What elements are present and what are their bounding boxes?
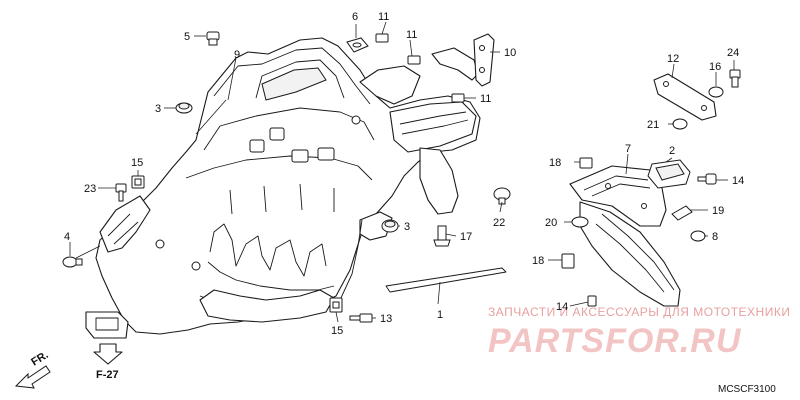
part-22-rivet[interactable] bbox=[493, 187, 511, 205]
callout-14-b[interactable]: 14 bbox=[556, 301, 568, 313]
callout-24[interactable]: 24 bbox=[727, 47, 739, 59]
callout-12[interactable]: 12 bbox=[667, 53, 679, 65]
watermark-subtitle: ЗАПЧАСТИ И АКСЕССУАРЫ ДЛЯ МОТОТЕХНИКИ bbox=[488, 305, 790, 319]
part-15-clip-nut-b[interactable] bbox=[329, 297, 343, 313]
fender-boss-1 bbox=[249, 139, 265, 153]
callout-14-a[interactable]: 14 bbox=[732, 175, 744, 187]
part-11-clip-a[interactable] bbox=[375, 33, 389, 43]
part-3-grommet-b[interactable] bbox=[381, 219, 399, 233]
part-15-clip-nut-a[interactable] bbox=[131, 175, 145, 189]
watermark: ЗАПЧАСТИ И АКСЕССУАРЫ ДЛЯ МОТОТЕХНИКИ PA… bbox=[488, 305, 790, 360]
callout-15-a[interactable]: 15 bbox=[131, 157, 143, 169]
part-5-bolt[interactable] bbox=[206, 31, 220, 46]
part-16-nut[interactable] bbox=[708, 86, 724, 98]
fender-hole-3 bbox=[191, 261, 201, 271]
part-2-reflector[interactable] bbox=[647, 159, 691, 189]
part-11-clip-b[interactable] bbox=[407, 55, 421, 65]
callout-13[interactable]: 13 bbox=[380, 313, 392, 325]
part-12-stay[interactable] bbox=[653, 73, 717, 121]
fender-boss-4 bbox=[317, 147, 335, 161]
part-20-grommet[interactable] bbox=[571, 216, 589, 228]
part-4-bolt[interactable] bbox=[62, 256, 83, 268]
callout-11-b[interactable]: 11 bbox=[406, 29, 417, 41]
callout-4[interactable]: 4 bbox=[64, 231, 70, 243]
part-14-bolt-b[interactable] bbox=[587, 295, 597, 307]
part-17-bolt[interactable] bbox=[433, 225, 451, 247]
page-reference-label[interactable]: F-27 bbox=[96, 369, 119, 381]
callout-7[interactable]: 7 bbox=[625, 143, 631, 155]
fender-boss-2 bbox=[269, 127, 285, 141]
part-18-clip-a[interactable] bbox=[579, 157, 593, 169]
callout-17[interactable]: 17 bbox=[460, 231, 472, 243]
f27-reference-bracket bbox=[85, 311, 129, 339]
callout-1[interactable]: 1 bbox=[437, 309, 443, 321]
part-10-bracket[interactable] bbox=[431, 33, 495, 87]
callout-labels: 1 2 3 3 4 5 6 7 8 9 10 11 11 11 12 13 14… bbox=[64, 11, 744, 337]
front-direction-label: FR. bbox=[29, 349, 50, 369]
callout-11-a[interactable]: 11 bbox=[378, 11, 389, 23]
part-13-bolt[interactable] bbox=[349, 313, 373, 323]
callout-8[interactable]: 8 bbox=[712, 231, 718, 243]
part-7-license-bracket[interactable] bbox=[569, 165, 667, 227]
callout-21[interactable]: 21 bbox=[647, 119, 659, 131]
callout-19[interactable]: 19 bbox=[712, 205, 724, 217]
part-23-bolt[interactable] bbox=[115, 183, 127, 202]
callout-3-right[interactable]: 3 bbox=[404, 221, 410, 233]
diagram-code: MCSCF3100 bbox=[718, 384, 776, 395]
callout-9[interactable]: 9 bbox=[234, 49, 240, 61]
callout-16[interactable]: 16 bbox=[709, 61, 721, 73]
callout-23[interactable]: 23 bbox=[84, 183, 96, 195]
callout-18-a[interactable]: 18 bbox=[549, 157, 561, 169]
front-direction-arrow-icon bbox=[14, 365, 51, 389]
part-11-clip-c[interactable] bbox=[451, 93, 465, 103]
rear-fender-part-9[interactable] bbox=[95, 37, 481, 335]
part-8-license-plate-holder[interactable] bbox=[579, 201, 681, 307]
fender-boss-3 bbox=[291, 149, 309, 163]
part-8-nut[interactable] bbox=[690, 230, 706, 242]
callout-2[interactable]: 2 bbox=[669, 145, 675, 157]
callout-3-left[interactable]: 3 bbox=[155, 103, 161, 115]
part-21-nut[interactable] bbox=[672, 118, 688, 130]
fender-hole-1 bbox=[351, 115, 361, 125]
part-1-rod[interactable] bbox=[385, 267, 507, 293]
part-24-bolt[interactable] bbox=[729, 69, 741, 88]
callout-10[interactable]: 10 bbox=[504, 47, 516, 59]
part-6-nut[interactable] bbox=[346, 37, 369, 53]
callout-15-b[interactable]: 15 bbox=[331, 325, 343, 337]
callout-11-c[interactable]: 11 bbox=[480, 93, 491, 105]
callout-5[interactable]: 5 bbox=[184, 31, 190, 43]
part-3-grommet-a[interactable] bbox=[175, 102, 193, 114]
part-18-clip-b[interactable] bbox=[561, 253, 575, 269]
reference-arrow-icon bbox=[93, 343, 123, 365]
part-19-screw[interactable] bbox=[671, 205, 693, 221]
callout-22[interactable]: 22 bbox=[493, 217, 505, 229]
watermark-brand: PARTSFOR.RU bbox=[488, 322, 742, 360]
callout-6[interactable]: 6 bbox=[352, 11, 358, 23]
fender-hole-2 bbox=[155, 239, 165, 249]
part-14-bolt-a[interactable] bbox=[697, 173, 717, 185]
callout-18-b[interactable]: 18 bbox=[532, 255, 544, 267]
callout-20[interactable]: 20 bbox=[545, 217, 557, 229]
leader-lines bbox=[69, 21, 735, 323]
